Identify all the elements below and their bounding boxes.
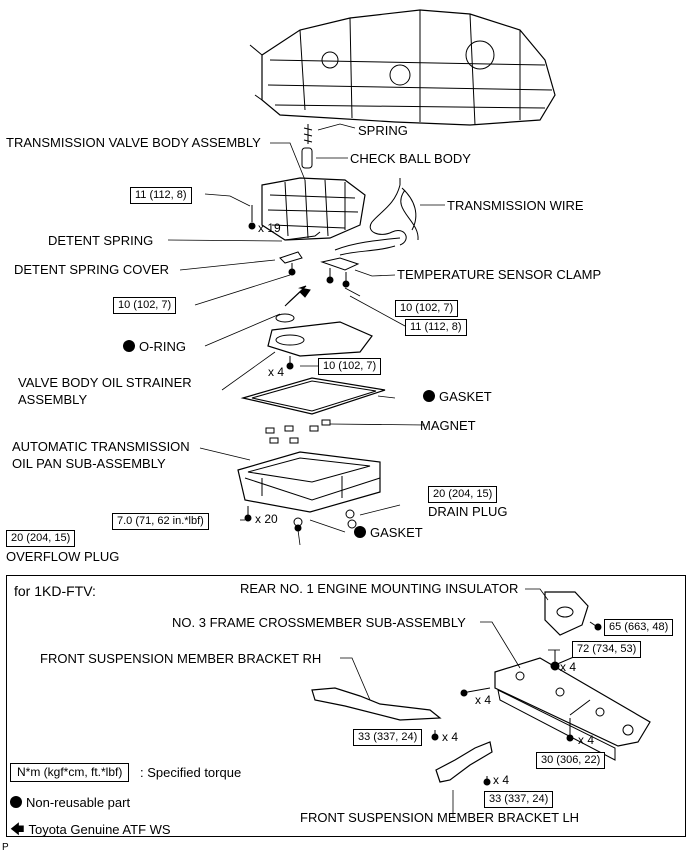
detent-spring-drawing [284, 231, 321, 241]
magnets-drawing [265, 419, 331, 444]
label-for-engine: for 1KD-FTV: [14, 583, 96, 599]
label-detent-spring-cover: DETENT SPRING COVER [14, 262, 170, 277]
transmission-wire-drawing [334, 178, 419, 256]
qty-oil-pan-bolts: x 20 [255, 512, 278, 526]
qty-strainer-bolts: x 4 [268, 365, 285, 379]
non-reusable-icon [354, 526, 366, 538]
pan-gasket-drawing [240, 377, 386, 415]
qty-bracket-lh-bolts: x 4 [493, 773, 510, 787]
atf-arrow-drawing [284, 285, 311, 307]
arrow-left-icon: 🡄 [10, 821, 25, 837]
o-ring-drawing [275, 313, 295, 323]
lower-leader-lines [340, 588, 600, 818]
rear-insulator-drawing [544, 591, 602, 636]
label-gasket-pan: GASKET [423, 389, 492, 404]
label-temperature-sensor-clamp: TEMPERATURE SENSOR CLAMP [397, 267, 602, 282]
label-rear-insulator: REAR NO. 1 ENGINE MOUNTING INSULATOR [240, 581, 519, 596]
torque-insulator-nut: 65 (663, 48) [604, 619, 674, 636]
label-gasket-plug: GASKET [354, 525, 423, 540]
leader-lines [167, 123, 445, 546]
transmission-housing-drawing [249, 9, 556, 126]
non-reusable-icon [123, 340, 135, 352]
overflow-plug-drawing [293, 517, 303, 532]
label-bracket-lh: FRONT SUSPENSION MEMBER BRACKET LH [300, 810, 580, 825]
qty-crossmember-nuts: x 4 [560, 660, 577, 674]
torque-crossmember-bolt-bottom: 30 (306, 22) [536, 752, 606, 769]
torque-detent-cover-bolt: 10 (102, 7) [113, 297, 177, 314]
drain-plug-drawing [345, 509, 357, 529]
oil-strainer-drawing [267, 321, 373, 370]
label-o-ring-text: O-RING [139, 339, 186, 354]
crossmember-drawing [460, 649, 651, 761]
label-oil-pan-line1: AUTOMATIC TRANSMISSION [12, 439, 190, 454]
label-gasket-plug-text: GASKET [370, 525, 423, 540]
legend-torque-box: N*m (kgf*cm, ft.*lbf) [10, 763, 130, 782]
engine-variant-frame [6, 575, 686, 837]
label-overflow-plug: OVERFLOW PLUG [6, 549, 120, 564]
legend-non-reusable: Non-reusable part [10, 795, 130, 810]
torque-drain-plug: 20 (204, 15) [428, 486, 498, 503]
legend-non-reusable-text: Non-reusable part [26, 795, 131, 810]
label-strainer-line2: ASSEMBLY [18, 392, 88, 407]
spring-drawing [303, 124, 313, 144]
label-o-ring: O-RING [123, 339, 186, 354]
torque-overflow-plug: 20 (204, 15) [6, 530, 76, 547]
torque-oil-pan-bolt: 7.0 (71, 62 in.*lbf) [112, 513, 209, 530]
figure-code: P [2, 842, 9, 853]
oil-pan-bolt-drawing [244, 506, 252, 522]
non-reusable-icon [423, 390, 435, 402]
legend-atf: 🡄Toyota Genuine ATF WS [10, 821, 171, 838]
label-bracket-rh: FRONT SUSPENSION MEMBER BRACKET RH [40, 651, 322, 666]
valve-body-drawing [261, 177, 366, 241]
check-ball-body-drawing [301, 147, 313, 169]
qty-bracket-rh-bolts: x 4 [442, 730, 459, 744]
legend-torque-text: : Specified torque [140, 765, 242, 780]
label-strainer-line1: VALVE BODY OIL STRAINER [18, 375, 192, 390]
torque-strainer-bolt: 10 (102, 7) [318, 358, 382, 375]
torque-crossmember-nut: 72 (734, 53) [572, 641, 642, 658]
torque-valve-body-bolt: 11 (112, 8) [130, 187, 192, 204]
valve-body-bolt-drawing [248, 205, 256, 230]
torque-clamp-bolt-b: 11 (112, 8) [405, 319, 467, 336]
torque-clamp-bolt-a: 10 (102, 7) [395, 300, 459, 317]
torque-bracket-lh-bolt: 33 (337, 24) [484, 791, 554, 808]
label-drain-plug: DRAIN PLUG [428, 504, 508, 519]
label-crossmember: NO. 3 FRAME CROSSMEMBER SUB-ASSEMBLY [172, 615, 466, 630]
qty-valve-body-bolts: x 19 [258, 221, 281, 235]
label-magnet: MAGNET [420, 418, 476, 433]
label-detent-spring: DETENT SPRING [48, 233, 154, 248]
label-oil-pan-line2: OIL PAN SUB-ASSEMBLY [12, 456, 166, 471]
detent-spring-cover-drawing [279, 251, 303, 276]
qty-crossmember-bolts-mid: x 4 [475, 693, 492, 707]
bracket-lh-drawing [435, 741, 493, 786]
legend-atf-text: Toyota Genuine ATF WS [28, 822, 171, 837]
label-check-ball-body: CHECK BALL BODY [350, 151, 471, 166]
temperature-sensor-clamp-drawing [320, 257, 360, 288]
label-valve-body-assembly: TRANSMISSION VALVE BODY ASSEMBLY [6, 135, 261, 150]
bracket-rh-drawing [311, 687, 442, 741]
oil-pan-drawing [237, 451, 381, 513]
label-spring: SPRING [358, 123, 408, 138]
label-gasket-pan-text: GASKET [439, 389, 492, 404]
torque-bracket-rh-bolt: 33 (337, 24) [353, 729, 423, 746]
label-transmission-wire: TRANSMISSION WIRE [447, 198, 584, 213]
qty-crossmember-bolts-bottom: x 4 [578, 733, 595, 747]
filled-circle-icon [10, 796, 22, 808]
